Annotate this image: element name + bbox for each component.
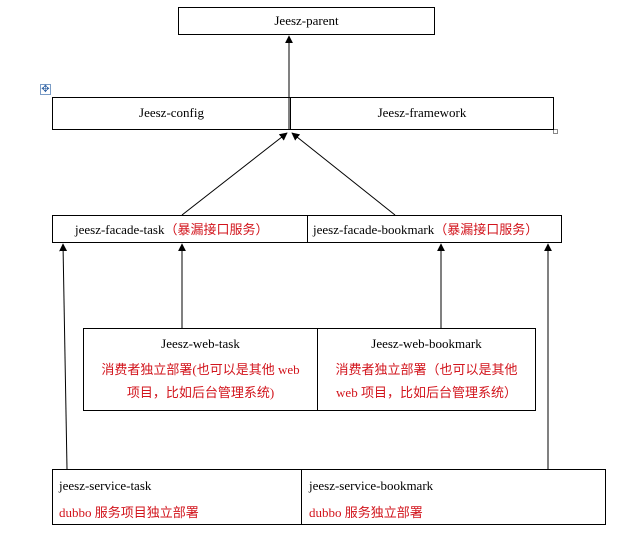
web-bookmark-title: Jeesz-web-bookmark	[371, 336, 482, 351]
arrow-facade-task-to-config	[181, 132, 288, 216]
service-task-name: jeesz-service-task	[59, 478, 152, 493]
move-cross-icon[interactable]: ✥	[40, 84, 51, 95]
config-label: Jeesz-config	[139, 105, 204, 120]
facade-bookmark-cell: jeesz-facade-bookmark（暴漏接口服务）	[313, 222, 538, 238]
web-bookmark-line2: web 项目，比如后台管理系统）	[336, 385, 517, 400]
service-divider	[301, 470, 302, 524]
resize-square-icon[interactable]	[553, 129, 558, 134]
web-task-line2: 项目，比如后台管理系统)	[126, 385, 275, 400]
facade-row: jeesz-facade-task（暴漏接口服务） jeesz-facade-b…	[52, 215, 562, 243]
service-bookmark-note: dubbo 服务独立部署	[309, 505, 423, 520]
facade-bookmark-note: （暴漏接口服务）	[434, 222, 539, 237]
facade-task-name: jeesz-facade-task	[75, 222, 165, 237]
web-task-line1: 消费者独立部署(也可以是其他 web	[101, 362, 300, 377]
web-divider	[317, 329, 318, 410]
web-row: Jeesz-web-task 消费者独立部署(也可以是其他 web 项目，比如后…	[83, 328, 536, 411]
framework-label: Jeesz-framework	[377, 105, 467, 120]
facade-task-cell: jeesz-facade-task（暴漏接口服务）	[75, 222, 269, 238]
arrow-service-task-to-facade-task	[59, 243, 68, 470]
config-framework-row: Jeesz-config Jeesz-framework	[52, 97, 554, 130]
service-row: jeesz-service-task dubbo 服务项目独立部署 jeesz-…	[52, 469, 606, 525]
web-bookmark-line1: 消费者独立部署（也可以是其他	[335, 362, 518, 377]
parent-label: Jeesz-parent	[274, 13, 339, 28]
service-bookmark-name: jeesz-service-bookmark	[309, 478, 434, 493]
facade-task-note: （暴漏接口服务）	[164, 222, 269, 237]
web-task-title: Jeesz-web-task	[161, 336, 240, 351]
config-divider	[290, 98, 291, 129]
service-task-note: dubbo 服务项目独立部署	[59, 505, 199, 520]
facade-divider	[307, 216, 308, 242]
parent-box: Jeesz-parent	[178, 7, 435, 35]
arrow-facade-bookmark-to-config	[291, 132, 396, 216]
facade-bookmark-name: jeesz-facade-bookmark	[313, 222, 435, 237]
